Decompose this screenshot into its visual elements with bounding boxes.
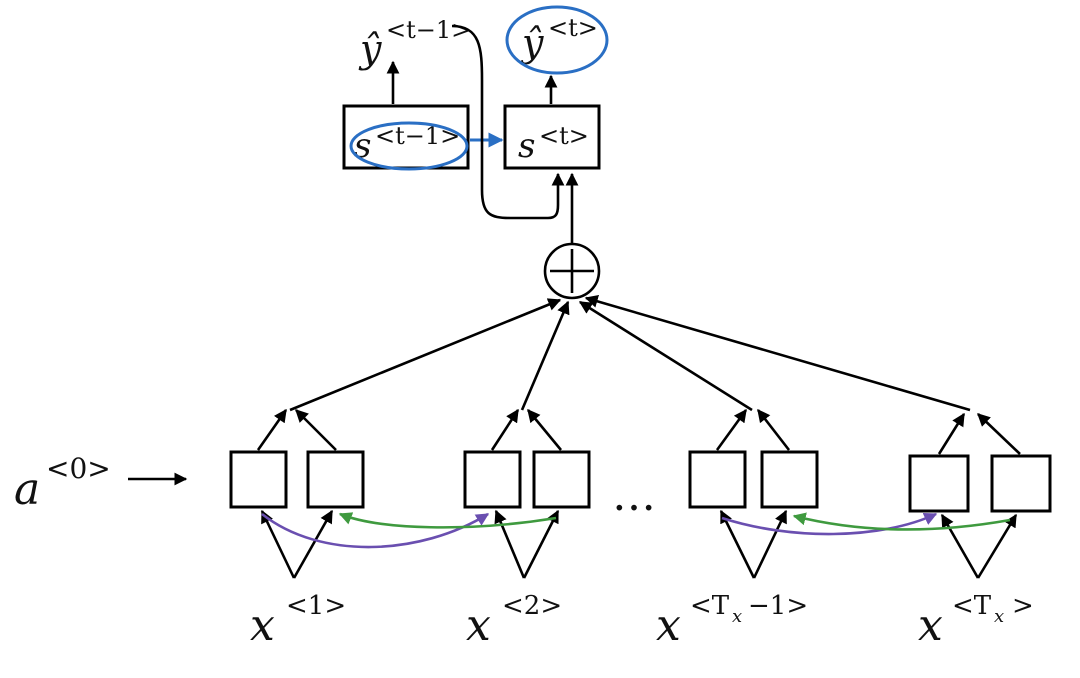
arrow-b1-to-merge xyxy=(295,409,337,451)
svg-text:<t−1>: <t−1> xyxy=(375,122,460,150)
arrow-x4-to-f4 xyxy=(940,513,980,579)
arrow-f2-to-merge xyxy=(490,408,520,451)
arrow-x3-to-b3 xyxy=(752,509,788,579)
arrow-x1-to-f1 xyxy=(260,509,296,579)
arrow-merge-1-to-sum xyxy=(289,298,562,412)
backward-recurrence-arrow-2 xyxy=(792,512,1011,531)
arrow-f4-to-merge xyxy=(937,412,966,455)
svg-text:<T: <T xyxy=(952,591,992,621)
svg-text:x: x xyxy=(732,606,742,627)
svg-text:a: a xyxy=(14,464,40,515)
x-tx-label: x <T x > xyxy=(918,591,1034,651)
encoder-forward-box-4 xyxy=(908,454,970,513)
y-hat-t-label: ŷ <t> xyxy=(520,14,598,65)
arrow-merge-3-to-sum xyxy=(578,300,753,412)
x2-label: x <2> xyxy=(466,591,562,651)
svg-text:<0>: <0> xyxy=(46,452,111,485)
svg-text:<2>: <2> xyxy=(502,591,562,621)
svg-text:ŷ: ŷ xyxy=(358,27,382,71)
forward-recurrence-arrow-2 xyxy=(721,512,938,536)
svg-text:x: x xyxy=(250,600,275,651)
encoder-forward-box-3 xyxy=(688,450,747,509)
x-tx-minus-1-label: x <T x −1> xyxy=(656,591,808,651)
backward-recurrence-arrow-1 xyxy=(338,512,557,529)
encoder-backward-box-4 xyxy=(990,454,1052,513)
a0-label: a <0> xyxy=(14,452,111,515)
x1-label: x <1> xyxy=(250,591,346,651)
s-prev-box xyxy=(342,104,470,170)
encoder-backward-box-3 xyxy=(760,450,819,509)
svg-text:x: x xyxy=(466,600,491,651)
ellipsis: … xyxy=(612,470,656,521)
svg-text:s: s xyxy=(518,126,535,166)
svg-text:>: > xyxy=(1012,591,1034,621)
svg-text:<1>: <1> xyxy=(286,591,346,621)
arrow-y-prev-feedback xyxy=(451,24,565,220)
arrow-b3-to-merge xyxy=(756,408,791,451)
svg-text:x: x xyxy=(918,600,943,651)
arrow-merge-2-to-sum xyxy=(520,300,570,411)
svg-text:<t>: <t> xyxy=(548,14,598,42)
arrow-x2-to-f2 xyxy=(494,509,526,579)
svg-text:<T: <T xyxy=(690,591,730,621)
s-prev-annotation-circle xyxy=(349,121,469,171)
arrow-x3-to-f3 xyxy=(719,509,756,579)
svg-text:<t−1>: <t−1> xyxy=(386,16,471,44)
arrow-f1-to-merge xyxy=(256,408,288,451)
arrow-f3-to-merge xyxy=(715,408,748,451)
svg-text:x: x xyxy=(656,600,681,651)
arrow-b4-to-merge xyxy=(977,413,1021,455)
s-t-label: s <t> xyxy=(518,122,589,166)
svg-text:x: x xyxy=(994,606,1004,627)
encoder-backward-box-2 xyxy=(532,450,591,509)
y-hat-prev-label: ŷ <t−1> xyxy=(358,16,471,71)
encoder-forward-box-1 xyxy=(229,450,288,509)
s-t-box xyxy=(503,104,601,170)
arrow-merge-4-to-sum xyxy=(584,295,971,412)
svg-text:<t>: <t> xyxy=(539,122,589,150)
arrow-x4-to-b4 xyxy=(976,513,1018,579)
arrow-x1-to-b1 xyxy=(292,509,334,579)
svg-text:ŷ: ŷ xyxy=(520,21,544,65)
arrow-x2-to-b2 xyxy=(522,509,560,579)
encoder-backward-box-1 xyxy=(306,450,365,509)
forward-recurrence-arrow-1 xyxy=(261,512,490,549)
y-hat-t-annotation-circle xyxy=(505,5,609,75)
encoder-forward-box-2 xyxy=(463,450,522,509)
svg-text:−1>: −1> xyxy=(748,591,808,621)
arrow-b2-to-merge xyxy=(526,408,563,451)
